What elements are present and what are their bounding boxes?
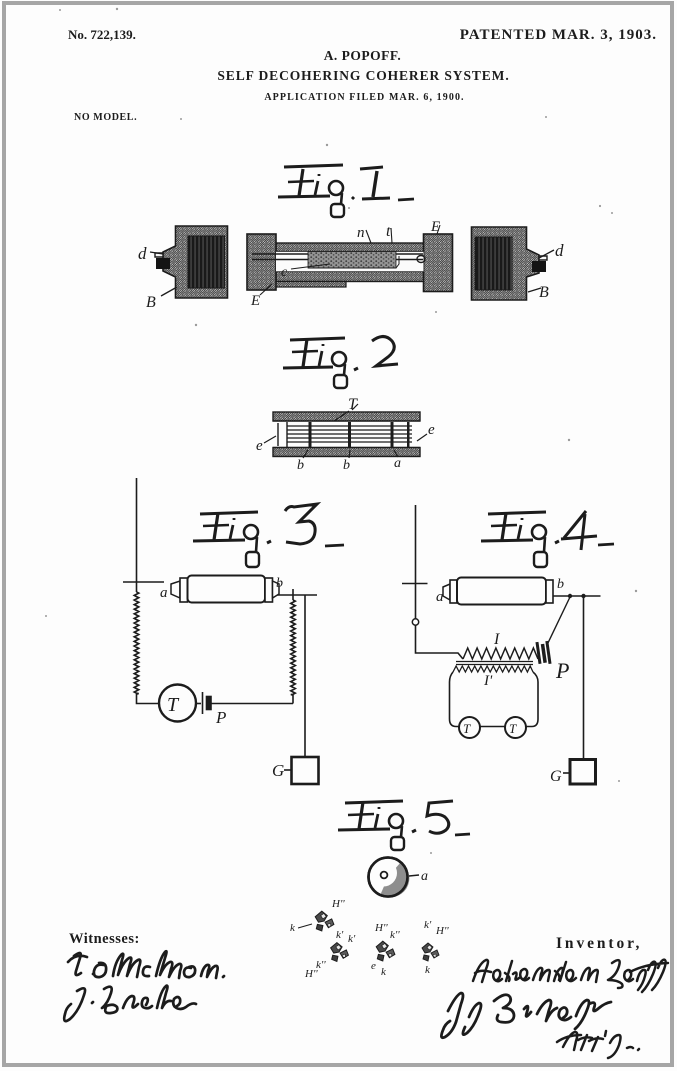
svg-text:e: e — [256, 438, 263, 454]
svg-text:t: t — [386, 223, 391, 240]
svg-text:T: T — [463, 721, 471, 736]
svg-text:H'': H'' — [331, 898, 345, 910]
svg-text:T: T — [348, 396, 358, 413]
svg-text:B: B — [539, 284, 549, 301]
svg-text:E: E — [250, 293, 260, 309]
svg-text:k': k' — [348, 933, 356, 945]
svg-text:k': k' — [424, 919, 432, 931]
svg-text:I: I — [493, 631, 500, 648]
svg-text:I': I' — [483, 673, 493, 689]
svg-text:E: E — [430, 219, 440, 235]
svg-text:b: b — [297, 458, 304, 473]
svg-text:H'': H'' — [374, 922, 388, 934]
svg-text:a: a — [394, 456, 401, 471]
svg-text:e: e — [428, 422, 435, 438]
svg-text:P: P — [555, 658, 569, 683]
svg-text:e: e — [371, 960, 376, 972]
svg-text:k: k — [381, 966, 387, 978]
svg-text:H'': H'' — [304, 968, 318, 980]
svg-text:d: d — [555, 241, 564, 260]
svg-text:k'': k'' — [390, 929, 400, 941]
svg-text:k: k — [425, 964, 431, 976]
svg-text:n: n — [357, 225, 365, 241]
svg-text:a: a — [436, 589, 444, 605]
svg-text:B: B — [146, 294, 156, 311]
svg-text:c: c — [281, 265, 288, 280]
svg-text:T: T — [167, 694, 180, 716]
svg-text:a: a — [421, 869, 428, 884]
svg-text:G: G — [272, 761, 284, 780]
svg-text:G: G — [550, 768, 562, 785]
svg-text:k'': k'' — [316, 959, 326, 971]
svg-text:P: P — [215, 708, 226, 727]
svg-text:d: d — [138, 244, 147, 263]
svg-text:b: b — [557, 577, 564, 592]
svg-text:H'': H'' — [435, 925, 449, 937]
svg-text:b: b — [343, 458, 350, 473]
svg-text:k: k — [290, 922, 296, 934]
svg-text:T: T — [509, 721, 517, 736]
svg-text:k': k' — [336, 929, 344, 941]
svg-text:b: b — [276, 576, 283, 591]
svg-text:a: a — [160, 585, 168, 601]
